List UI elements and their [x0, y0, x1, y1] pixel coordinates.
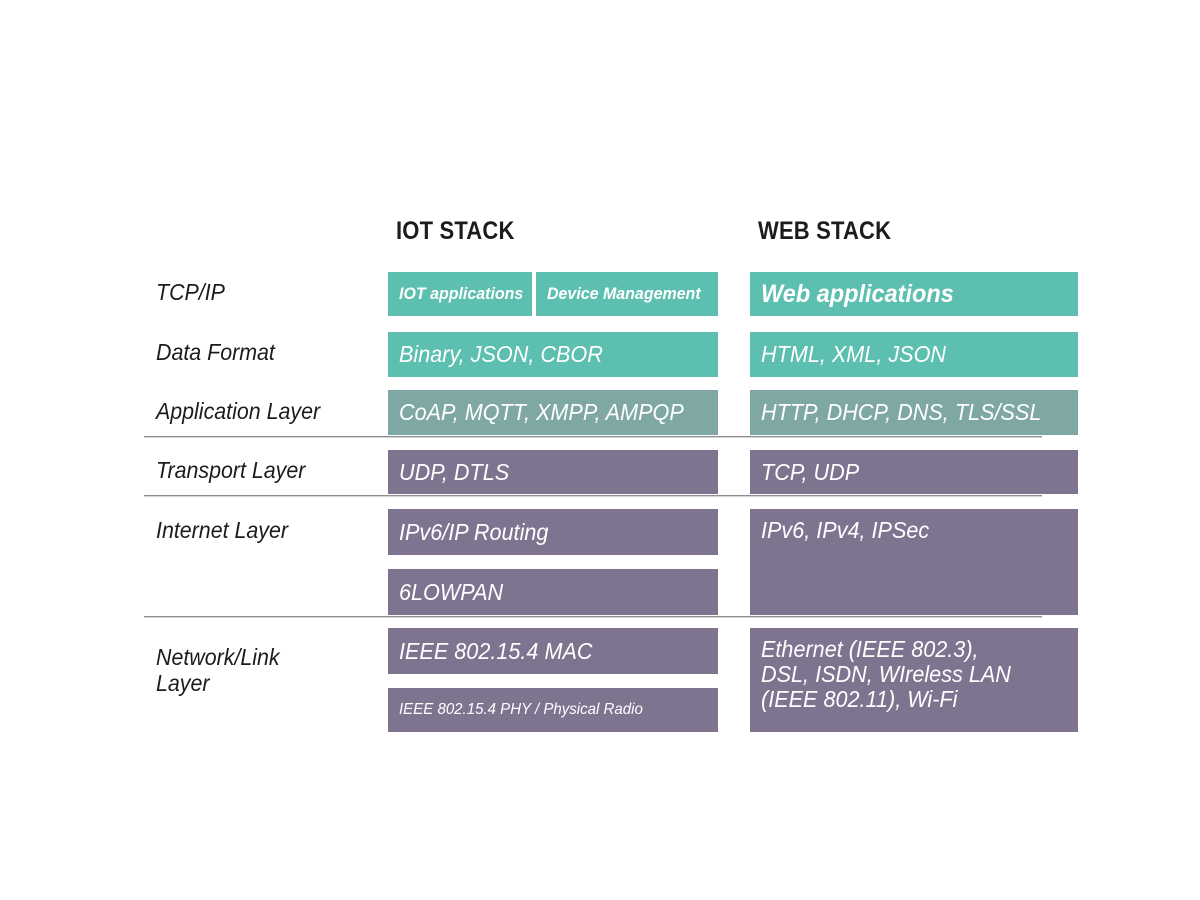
divider-above-internet-layer	[144, 495, 1042, 497]
row-label-application-layer: Application Layer	[156, 398, 321, 424]
cell-device-management[interactable]: Device Management	[536, 272, 718, 316]
cell-iot-6lowpan[interactable]: 6LOWPAN	[388, 569, 718, 615]
column-header-iot-stack: IOT STACK	[396, 217, 515, 245]
divider-above-network-link-layer	[144, 616, 1042, 618]
cell-iot-applications[interactable]: IOT applications	[388, 272, 532, 316]
row-label-transport-layer: Transport Layer	[156, 457, 306, 483]
cell-web-internet-layer[interactable]: IPv6, IPv4, IPSec	[750, 509, 1078, 615]
cell-web-network-link-layer[interactable]: Ethernet (IEEE 802.3), DSL, ISDN, WIrele…	[750, 628, 1078, 732]
cell-web-data-format[interactable]: HTML, XML, JSON	[750, 332, 1078, 377]
cell-iot-transport-layer[interactable]: UDP, DTLS	[388, 450, 718, 494]
cell-iot-application-layer[interactable]: CoAP, MQTT, XMPP, AMPQP	[388, 390, 718, 435]
row-label-internet-layer: Internet Layer	[156, 517, 288, 543]
row-label-network-link-layer: Network/Link Layer	[156, 644, 280, 696]
row-label-tcp-ip: TCP/IP	[156, 279, 225, 305]
cell-web-transport-layer[interactable]: TCP, UDP	[750, 450, 1078, 494]
row-label-data-format: Data Format	[156, 339, 275, 365]
cell-iot-phy[interactable]: IEEE 802.15.4 PHY / Physical Radio	[388, 688, 718, 732]
cell-web-applications[interactable]: Web applications	[750, 272, 1078, 316]
divider-above-transport-layer	[144, 436, 1042, 438]
cell-iot-internet-layer[interactable]: IPv6/IP Routing	[388, 509, 718, 555]
cell-web-application-layer[interactable]: HTTP, DHCP, DNS, TLS/SSL	[750, 390, 1078, 435]
cell-iot-data-format[interactable]: Binary, JSON, CBOR	[388, 332, 718, 377]
column-header-web-stack: WEB STACK	[758, 217, 892, 245]
cell-iot-mac[interactable]: IEEE 802.15.4 MAC	[388, 628, 718, 674]
